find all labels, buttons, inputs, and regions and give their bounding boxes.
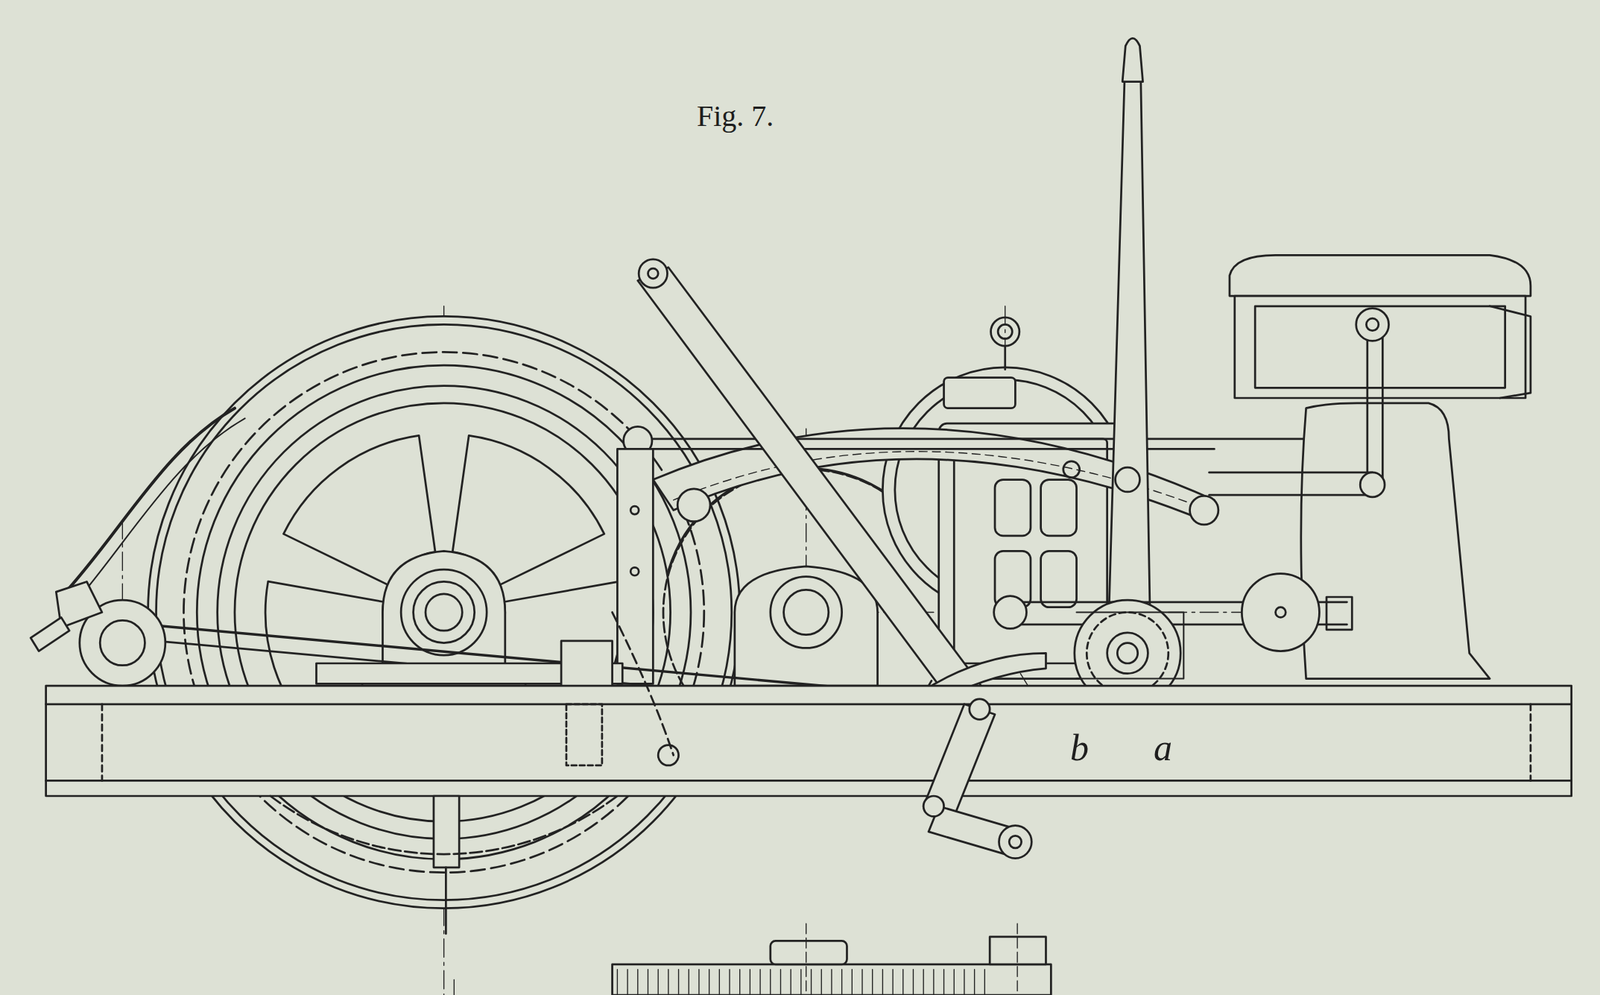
figure-title: Fig. 7. xyxy=(696,101,774,132)
part-letter: b xyxy=(1070,728,1089,767)
part-letter: a xyxy=(1153,728,1173,767)
